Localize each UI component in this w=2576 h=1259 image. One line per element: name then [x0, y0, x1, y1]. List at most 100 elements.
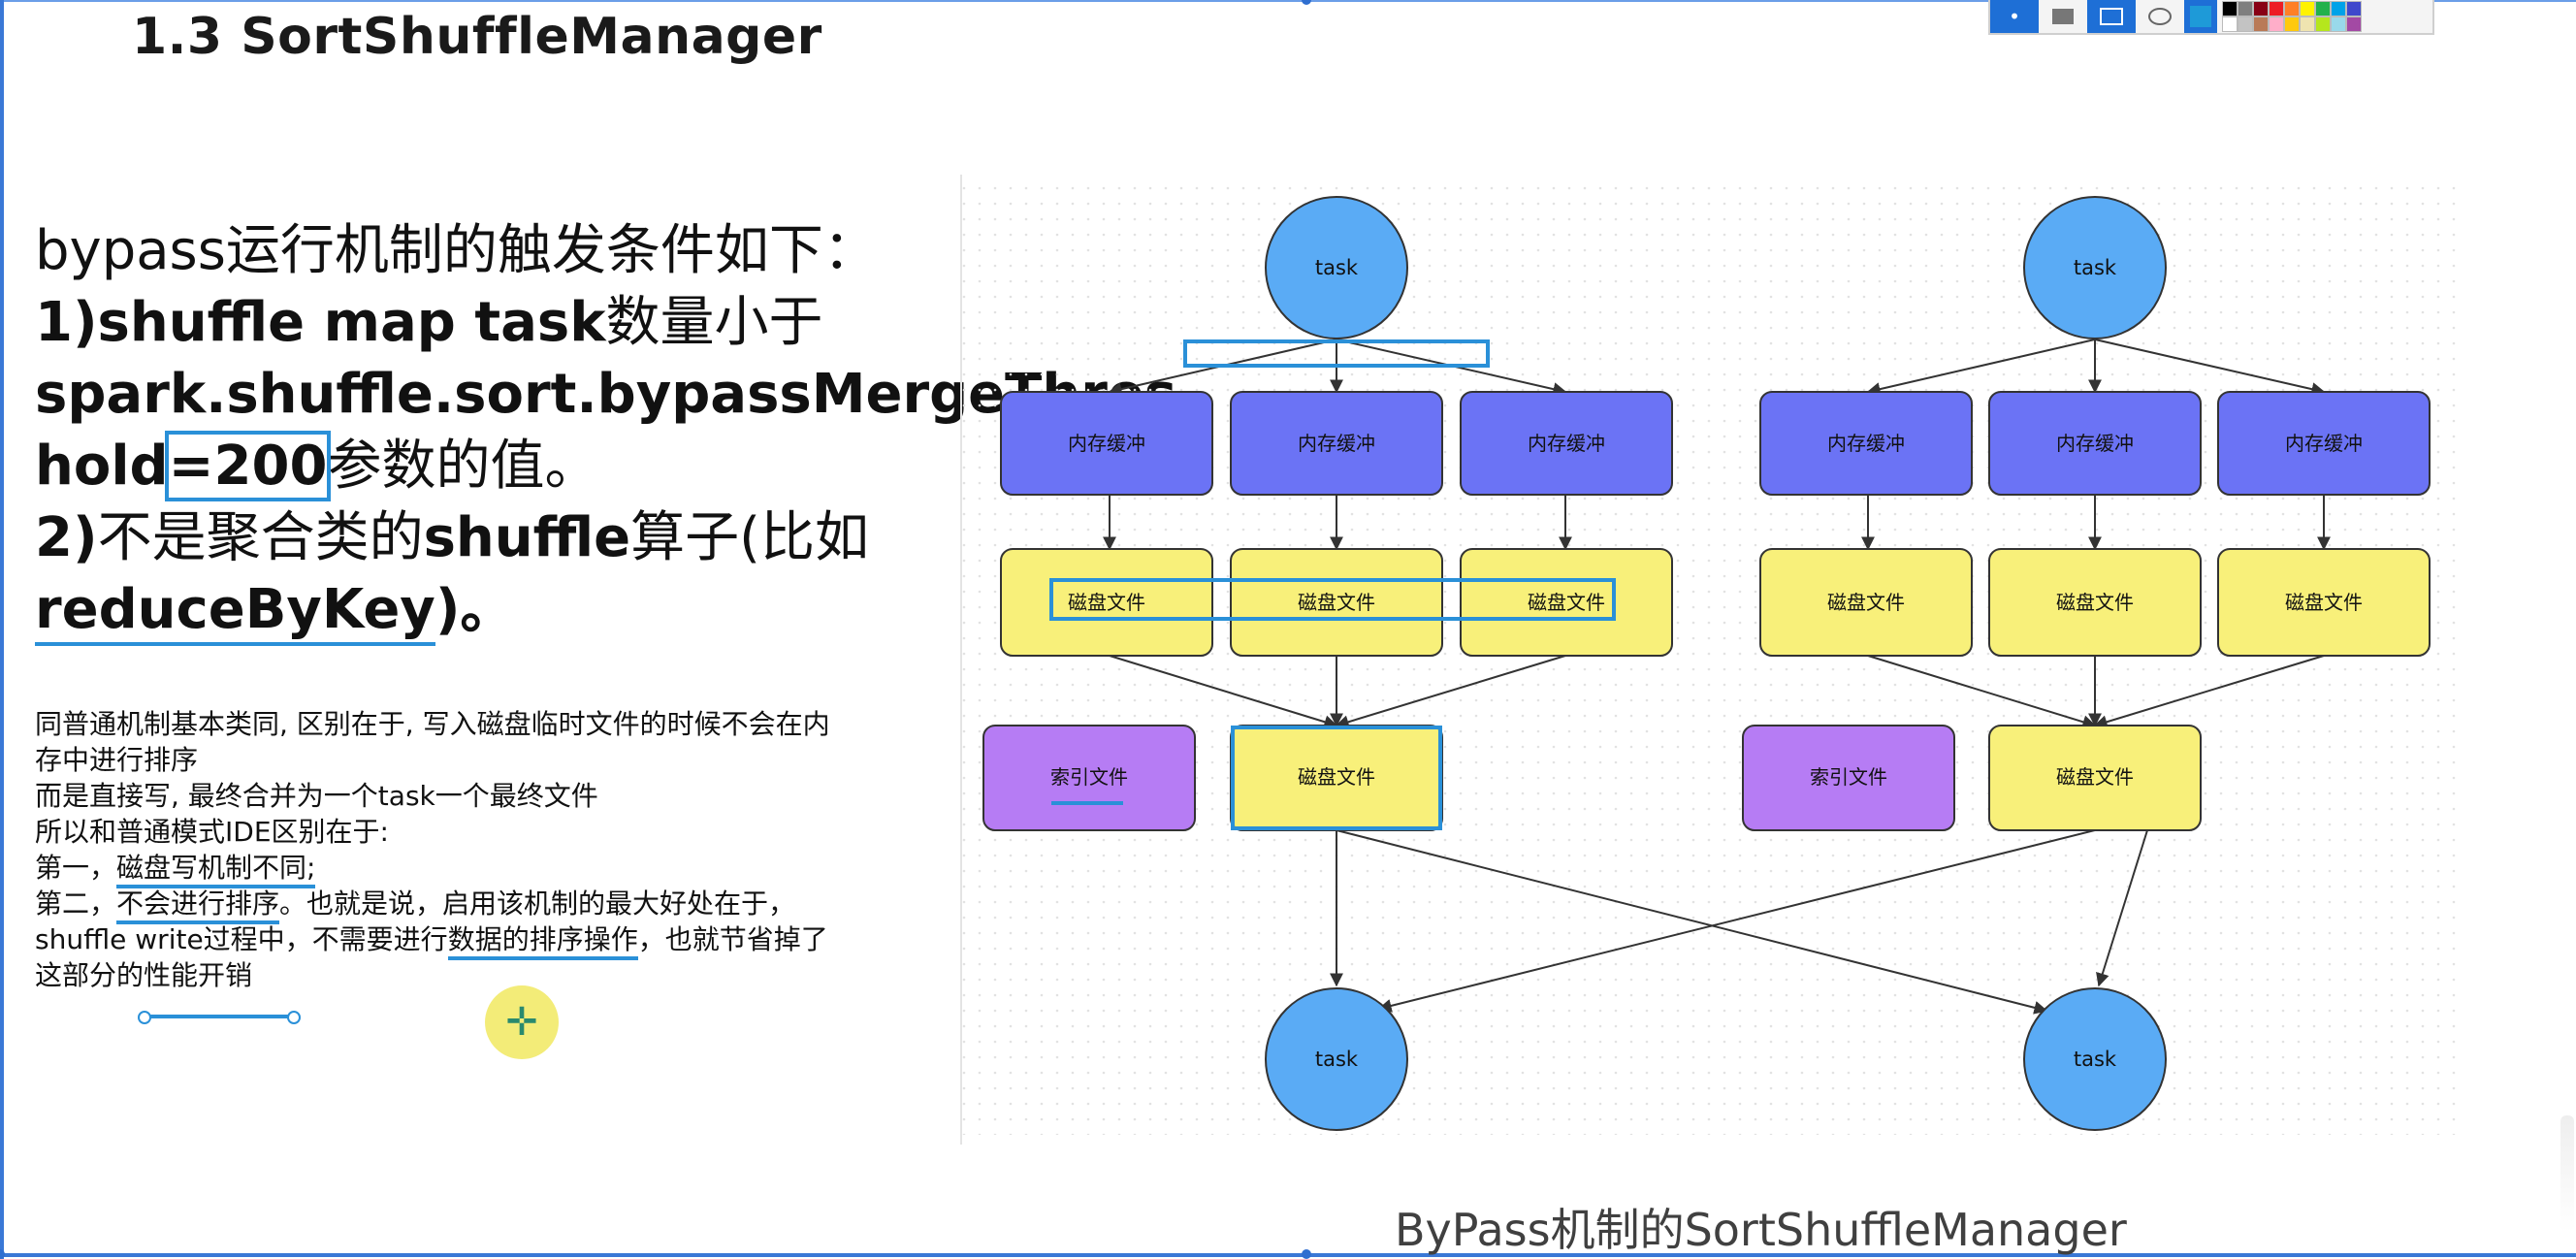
reduce-by-key-term: reduceByKey — [35, 578, 435, 646]
task-node: task — [1265, 196, 1408, 339]
conditions-line-4: hold=200参数的值。 — [35, 431, 947, 502]
notes-line-5: 第一，磁盘写机制不同; — [35, 850, 937, 888]
notes-line-8: 这部分的性能开销 — [35, 959, 253, 991]
conditions-line-2: 1)shuffle map task数量小于 — [35, 287, 947, 359]
palette-swatch[interactable] — [2346, 1, 2362, 16]
move-cursor-icon: ✛ — [485, 985, 559, 1059]
ellipse-tool-icon[interactable] — [2136, 0, 2184, 33]
annotation-rect[interactable] — [1183, 339, 1490, 368]
palette-swatch[interactable] — [2238, 16, 2253, 32]
bypass-conditions: bypass运行机制的触发条件如下： 1)shuffle map task数量小… — [35, 215, 1176, 646]
arrow — [1377, 829, 2096, 1013]
buffer-label: 内存缓冲 — [2285, 432, 2363, 455]
right-arrows — [1377, 339, 2331, 1013]
notes-shuffle-write: shuffle write过程中，不需要进行 — [35, 923, 448, 955]
disk-label: 磁盘文件 — [2056, 765, 2134, 789]
notes-second-label: 第二， — [35, 888, 117, 920]
pointer-tool-icon[interactable]: • — [1990, 0, 2039, 33]
buffer-label: 内存缓冲 — [2056, 432, 2134, 455]
index-label: 索引文件 — [1050, 765, 1128, 789]
palette-swatch[interactable] — [2269, 16, 2284, 32]
current-color-icon[interactable] — [2184, 0, 2217, 33]
palette-swatch[interactable] — [2300, 16, 2315, 32]
rect-outline-tool-icon[interactable] — [2087, 0, 2136, 33]
palette-swatch[interactable] — [2253, 1, 2269, 16]
index-label: 索引文件 — [1810, 765, 1887, 789]
notes-line-6: 第二，不会进行排序。也就是说，启用该机制的最大好处在于， — [35, 886, 937, 924]
notes-first-label: 第一， — [35, 852, 117, 884]
resize-handle-top[interactable] — [1302, 0, 1311, 5]
bypass-diagram: task task task task 内存缓冲 内存缓冲 内存缓冲 内存缓冲 … — [962, 175, 2456, 1135]
diagram-caption: ByPass机制的SortShuffleManager — [1395, 1204, 2127, 1256]
buffer-label: 内存缓冲 — [1528, 432, 1605, 455]
window-top-border — [0, 0, 2576, 2]
sort-operation-note: 数据的排序操作 — [447, 923, 638, 960]
memory-buffer-node: 内存缓冲 — [1988, 391, 2202, 496]
resize-handle-bottom-left[interactable] — [0, 1249, 5, 1259]
arrow — [1867, 655, 2097, 728]
panel-divider — [960, 175, 962, 1145]
arrow — [2094, 339, 2326, 397]
palette-swatch[interactable] — [2346, 16, 2362, 32]
disk-label: 磁盘文件 — [1298, 765, 1375, 789]
condition-2-number: 2) — [35, 506, 98, 569]
annotations[interactable] — [1049, 339, 1616, 830]
palette-swatch[interactable] — [2253, 16, 2269, 32]
notes-line-3: 而是直接写, 最终合并为一个task一个最终文件 — [35, 780, 598, 812]
condition-2-shuffle: shuffle — [423, 506, 631, 569]
palette-swatch[interactable] — [2238, 1, 2253, 16]
arrow — [1336, 829, 2048, 1015]
disk-file-node: 磁盘文件 — [1460, 548, 1673, 657]
index-file-node: 索引文件 — [1742, 725, 1955, 831]
palette-swatch[interactable] — [2315, 1, 2331, 16]
palette-swatch[interactable] — [2269, 1, 2284, 16]
conditions-line-6: reduceByKey)。 — [35, 574, 947, 646]
palette-swatch[interactable] — [2300, 1, 2315, 16]
index-file-node: 索引文件 — [982, 725, 1196, 831]
task-label: task — [2074, 256, 2117, 279]
resize-handle-bottom[interactable] — [1302, 1249, 1311, 1259]
notes-line-2: 存中进行排序 — [35, 744, 199, 776]
disk-label: 磁盘文件 — [1068, 591, 1145, 614]
window-bottom-border — [0, 1253, 2576, 1257]
disk-label: 磁盘文件 — [2285, 591, 2363, 614]
task-node: task — [2023, 196, 2167, 339]
annotation-rect[interactable] — [1049, 578, 1616, 621]
disk-write-diff: 磁盘写机制不同; — [116, 852, 316, 888]
annotation-line-handle[interactable] — [138, 1011, 301, 1024]
scrollbar[interactable] — [2560, 1115, 2574, 1232]
disk-label: 磁盘文件 — [1528, 591, 1605, 614]
disk-file-node: 磁盘文件 — [1988, 548, 2202, 657]
param-suffix: hold — [35, 435, 169, 498]
arrow — [1109, 655, 1338, 728]
disk-label: 磁盘文件 — [1298, 591, 1375, 614]
palette-swatch[interactable] — [2222, 16, 2238, 32]
notes-line-7: shuffle write过程中，不需要进行数据的排序操作，也就节省掉了 — [35, 921, 937, 960]
palette-swatch[interactable] — [2284, 16, 2300, 32]
palette-swatch[interactable] — [2315, 16, 2331, 32]
rect-fill-tool-icon[interactable] — [2039, 0, 2087, 33]
conditions-line-1: bypass运行机制的触发条件如下： — [35, 219, 878, 282]
arrow — [1866, 339, 2096, 396]
condition-2-text-2: 算子(比如 — [630, 506, 869, 569]
palette-swatch[interactable] — [2331, 1, 2346, 16]
task-label: task — [2074, 1048, 2117, 1071]
color-palette[interactable] — [2222, 1, 2362, 33]
memory-buffer-node: 内存缓冲 — [2217, 391, 2431, 496]
param-text: 参数的值。 — [327, 435, 599, 498]
palette-swatch[interactable] — [2331, 16, 2346, 32]
arrow — [2096, 829, 2148, 987]
slide-title: 1.3 SortShuffleManager — [132, 8, 822, 66]
memory-buffer-node: 内存缓冲 — [1230, 391, 1443, 496]
palette-swatch[interactable] — [2284, 1, 2300, 16]
palette-swatch[interactable] — [2222, 1, 2238, 16]
condition-1-text: 数量小于 — [605, 291, 823, 354]
annotation-rect[interactable] — [1231, 726, 1442, 830]
merged-disk-file-node: 磁盘文件 — [1230, 725, 1443, 831]
disk-label: 磁盘文件 — [1827, 591, 1905, 614]
threshold-value-highlight: =200 — [164, 431, 332, 501]
disk-label: 磁盘文件 — [2056, 591, 2134, 614]
arrow — [2093, 655, 2325, 729]
buffer-label: 内存缓冲 — [1298, 432, 1375, 455]
annotation-toolbar: • — [1988, 0, 2434, 35]
